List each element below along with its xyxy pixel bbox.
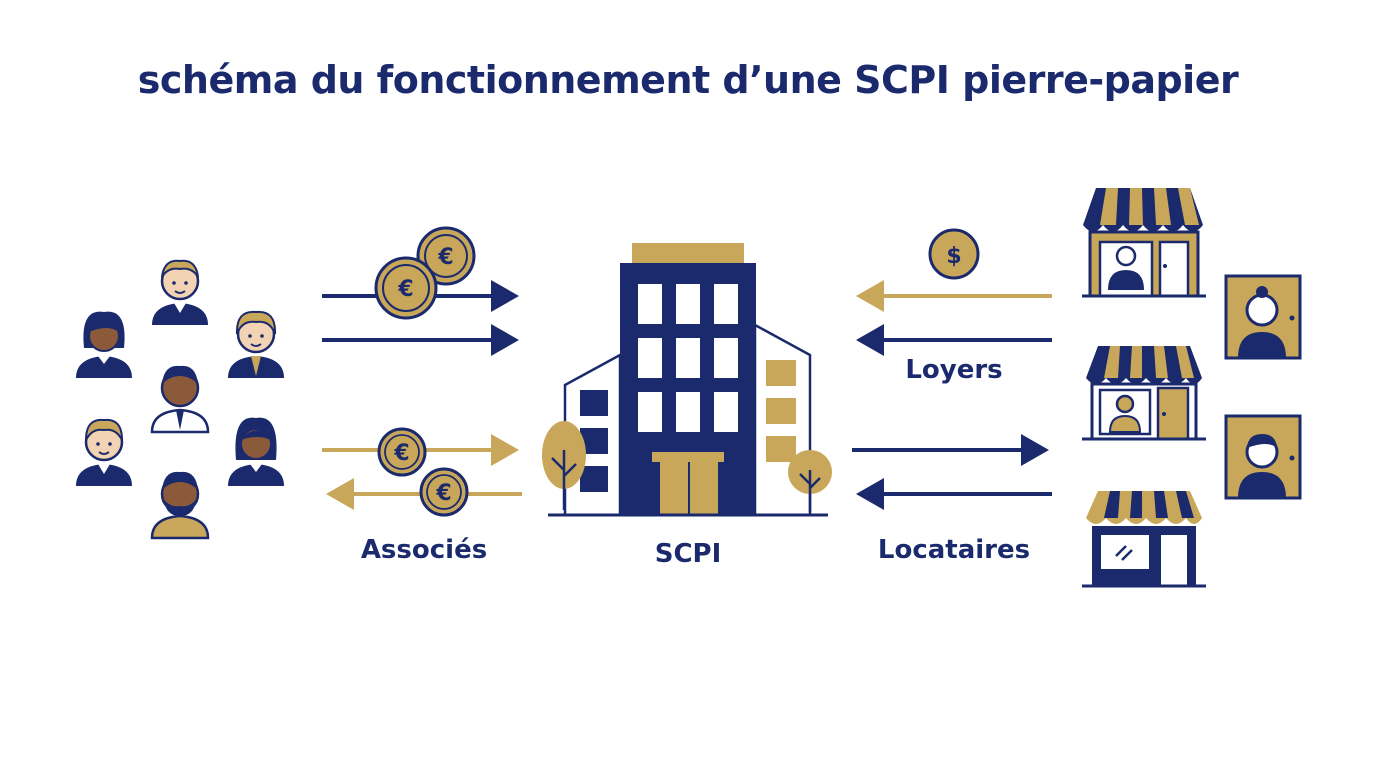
associate-person-icon [228,417,284,486]
svg-text:€: € [435,481,451,506]
svg-text:€: € [437,245,453,270]
associate-person-icon [152,259,208,325]
tenants-label: Locataires [878,535,1030,565]
rents-label: Loyers [905,355,1002,385]
tenant-door-icon [1224,414,1302,500]
euro-coin-icon: € [377,427,427,477]
euro-coin-icon: € [374,256,438,320]
associate-person-icon [76,418,132,486]
associate-person-icon [228,310,284,378]
page-title: schéma du fonctionnement d’une SCPI pier… [137,58,1239,102]
associate-person-icon [150,365,210,434]
svg-text:€: € [397,277,413,302]
building-icon [548,243,828,517]
dollar-coin-icon: $ [928,228,980,280]
euro-coin-icon: € [419,467,469,517]
scpi-label: SCPI [655,539,722,569]
tree-icon [788,450,832,512]
associates-group [76,259,284,540]
shop-icon [1082,491,1206,588]
shop-icon [1082,346,1206,441]
svg-text:$: $ [946,244,961,269]
associates-label: Associés [361,535,487,565]
svg-text:€: € [393,441,409,466]
tenants-arrows [852,280,1052,510]
euro-coin-icon: € [416,226,476,286]
associate-person-icon [150,471,210,540]
associate-person-icon [76,311,132,378]
shop-icon [1082,188,1206,298]
tree-icon [542,421,586,510]
tenant-door-icon [1224,274,1302,360]
